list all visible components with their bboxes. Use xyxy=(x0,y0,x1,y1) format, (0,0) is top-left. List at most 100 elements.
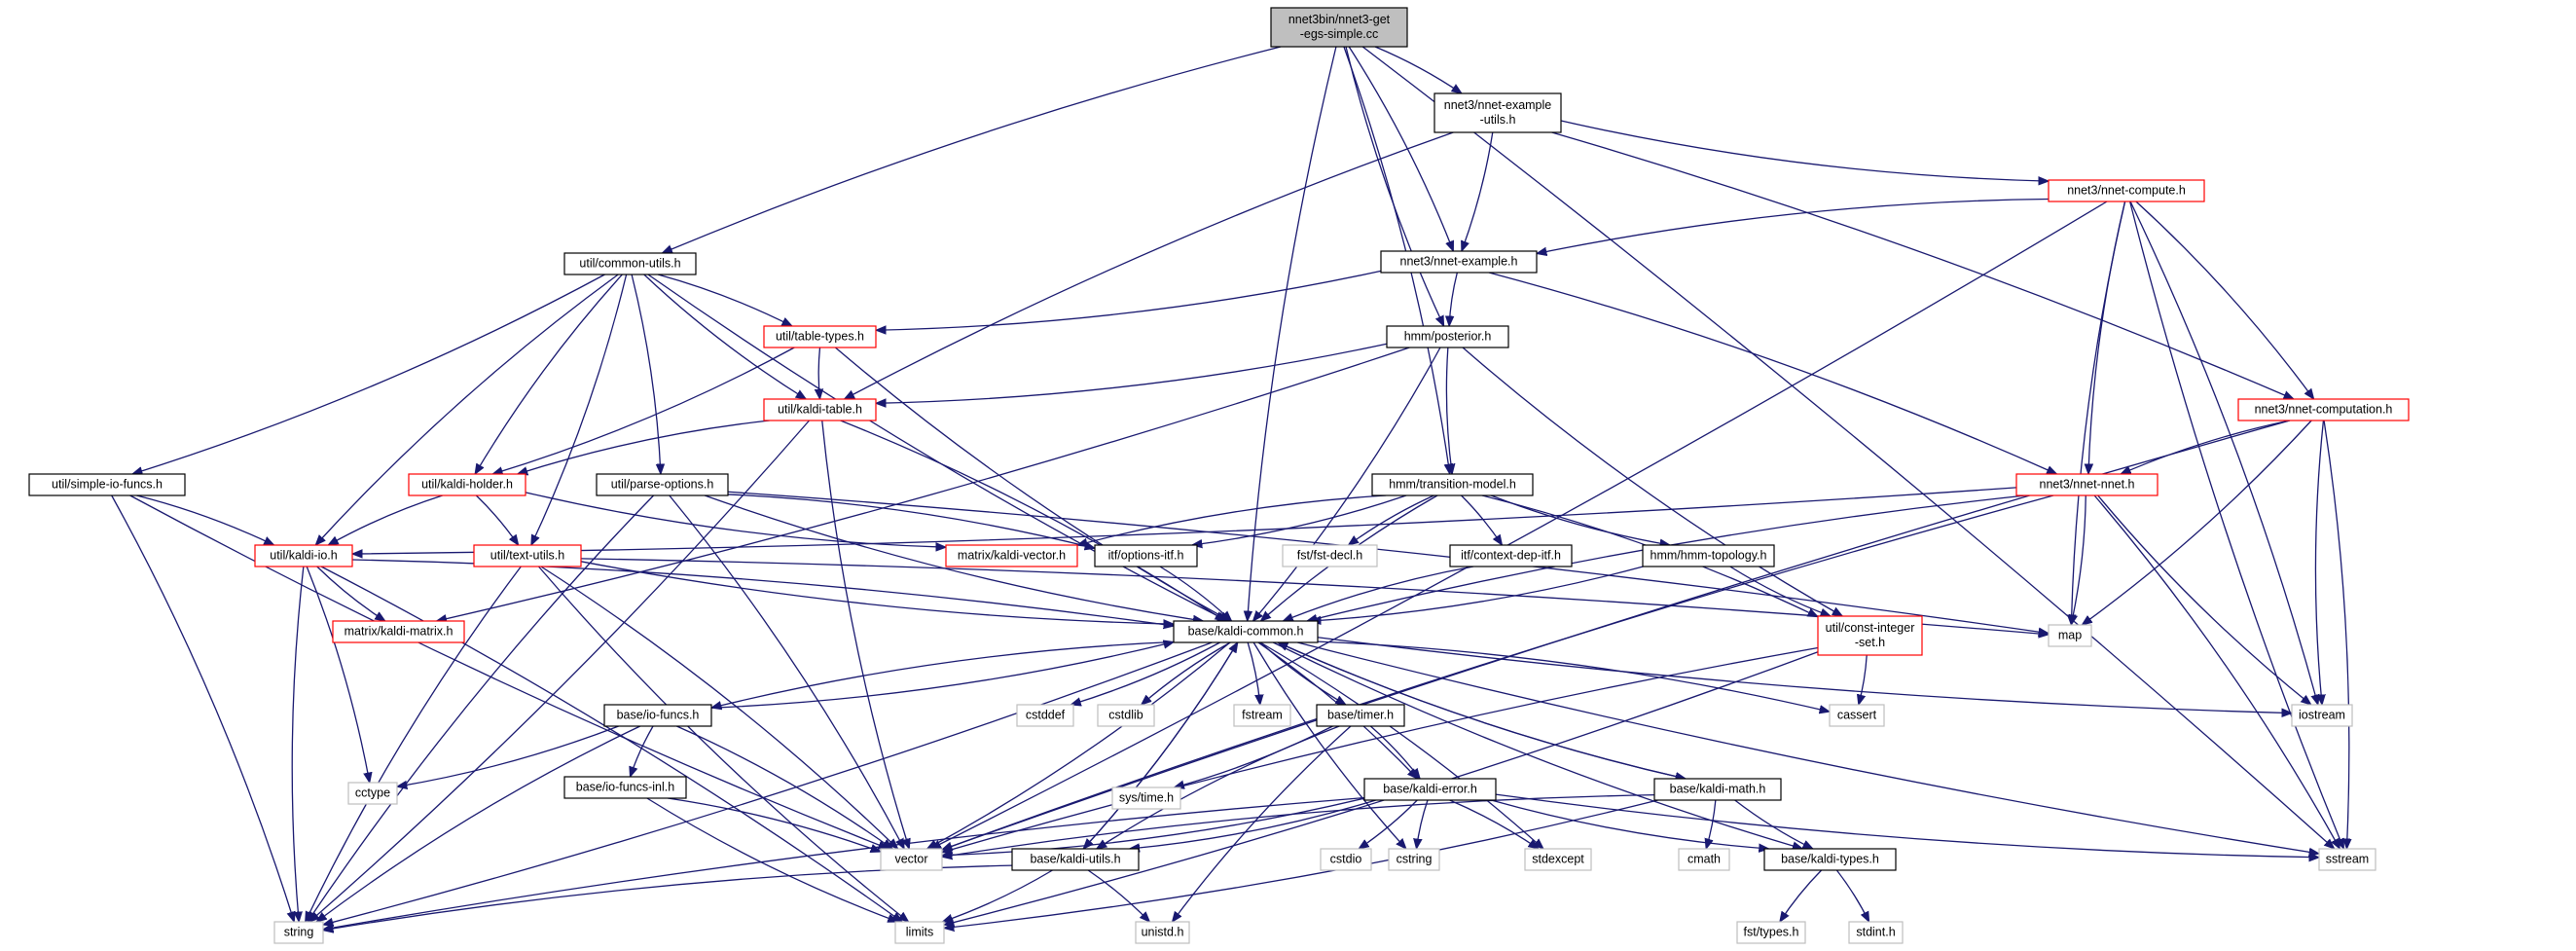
edge-util-kaldi-io-h-to-matrix-kaldi-matrix-h xyxy=(316,566,385,621)
nodes-layer: nnet3bin/nnet3-get-egs-simple.cc nnet3/nn… xyxy=(28,7,2410,944)
edge-nnet3-nnet-compute-h-to-map xyxy=(2071,201,2126,625)
edge-base-kaldi-common-h-to-vector xyxy=(927,641,1231,849)
node-label-cstddef: cstddef xyxy=(1026,708,1066,721)
edge-nnet3-nnet-nnet-h-to-vector xyxy=(942,494,2054,850)
node-base-io-funcs-inl-h[interactable]: base/io-funcs-inl.h xyxy=(563,776,687,799)
node-matrix-kaldi-matrix-h[interactable]: matrix/kaldi-matrix.h xyxy=(332,620,465,643)
edge-nnet3-nnet-nnet-h-to-sstream xyxy=(2093,494,2340,849)
edge-nnet3-nnet-example-utils-h-to-nnet3-nnet-example-h xyxy=(1462,131,1494,251)
node-label-string: string xyxy=(284,925,314,938)
edge-nnet3-nnet-compute-h-to-nnet3-nnet-nnet-h xyxy=(2088,201,2126,474)
edge-util-common-utils-h-to-util-kaldi-io-h xyxy=(315,274,619,545)
node-nnet3-nnet-computation-h[interactable]: nnet3/nnet-computation.h xyxy=(2237,398,2410,421)
node-hmm-posterior-h[interactable]: hmm/posterior.h xyxy=(1386,325,1509,348)
node-util-parse-options-h[interactable]: util/parse-options.h xyxy=(596,473,729,496)
node-nnet3-nnet-nnet-h[interactable]: nnet3/nnet-nnet.h xyxy=(2015,473,2159,496)
node-util-text-utils-h[interactable]: util/text-utils.h xyxy=(473,544,582,567)
node-box-util-const-integer-set-h xyxy=(1817,615,1923,656)
node-label-stdexcept: stdexcept xyxy=(1532,852,1584,865)
node-label-nnet3-nnet-compute-h: nnet3/nnet-compute.h xyxy=(2067,183,2186,197)
edge-base-kaldi-common-h-to-base-kaldi-types-h xyxy=(1272,641,1802,849)
node-label-cstring: cstring xyxy=(1397,852,1433,865)
edge-base-kaldi-error-h-to-vector xyxy=(942,797,1365,856)
edge-base-kaldi-types-h-to-fst-types-h xyxy=(1780,869,1823,922)
node-label-base-timer-h: base/timer.h xyxy=(1327,708,1394,721)
node-util-common-utils-h[interactable]: util/common-utils.h xyxy=(563,252,697,275)
node-label-base-kaldi-types-h: base/kaldi-types.h xyxy=(1781,852,1879,865)
node-hmm-transition-model-h[interactable]: hmm/transition-model.h xyxy=(1371,473,1534,496)
edge-util-parse-options-h-to-base-kaldi-common-h xyxy=(704,494,1203,621)
node-label-itf-options-itf-h: itf/options-itf.h xyxy=(1108,548,1184,562)
node-base-kaldi-common-h[interactable]: base/kaldi-common.h xyxy=(1173,620,1319,643)
node-box-itf-options-itf-h xyxy=(1094,544,1198,567)
node-label-util-common-utils-h: util/common-utils.h xyxy=(579,256,680,270)
node-matrix-kaldi-vector-h[interactable]: matrix/kaldi-vector.h xyxy=(945,544,1078,567)
node-itf-options-itf-h[interactable]: itf/options-itf.h xyxy=(1094,544,1198,567)
node-label-sys-time-h: sys/time.h xyxy=(1119,790,1174,804)
edge-util-common-utils-h-to-util-table-types-h xyxy=(657,274,792,326)
node-box-base-kaldi-error-h xyxy=(1363,778,1497,801)
edge-nnet3bin-nnet3-get-egs-simple-cc-to-util-common-utils-h xyxy=(662,46,1282,254)
edge-base-kaldi-error-h-to-cstdio xyxy=(1359,799,1418,849)
node-nnet3-nnet-example-utils-h[interactable]: nnet3/nnet-example-utils.h xyxy=(1433,92,1562,133)
node-util-kaldi-holder-h[interactable]: util/kaldi-holder.h xyxy=(408,473,526,496)
node-box-base-kaldi-types-h xyxy=(1763,848,1897,871)
edge-base-kaldi-utils-h-to-unistd-h xyxy=(1087,869,1149,922)
edge-hmm-posterior-h-to-util-const-integer-set-h xyxy=(1462,347,1842,616)
edge-nnet3-nnet-compute-h-to-iostream xyxy=(2129,201,2318,705)
node-map: map xyxy=(2048,624,2092,647)
edges-layer xyxy=(111,46,2349,931)
edge-itf-options-itf-h-to-base-kaldi-common-h xyxy=(1159,566,1232,621)
node-fst-types-h: fst/types.h xyxy=(1736,921,1806,944)
node-label-base-io-funcs-inl-h: base/io-funcs-inl.h xyxy=(576,780,674,793)
node-util-kaldi-io-h[interactable]: util/kaldi-io.h xyxy=(254,544,353,567)
node-label-util-const-integer-set-h: util/const-integer xyxy=(1826,621,1915,635)
node-box-nnet3-nnet-example-h xyxy=(1380,250,1538,274)
node-nnet3-nnet-compute-h[interactable]: nnet3/nnet-compute.h xyxy=(2048,179,2205,202)
node-base-kaldi-error-h[interactable]: base/kaldi-error.h xyxy=(1363,778,1497,801)
node-base-kaldi-types-h[interactable]: base/kaldi-types.h xyxy=(1763,848,1897,871)
edge-nnet3-nnet-compute-h-to-nnet3-nnet-example-h xyxy=(1537,198,2050,254)
node-nnet3-nnet-example-h[interactable]: nnet3/nnet-example.h xyxy=(1380,250,1538,274)
edge-hmm-posterior-h-to-hmm-transition-model-h xyxy=(1445,347,1452,474)
node-box-cstdlib xyxy=(1097,704,1155,727)
node-label-util-const-integer-set-h: -set.h xyxy=(1855,636,1885,649)
node-util-kaldi-table-h[interactable]: util/kaldi-table.h xyxy=(763,398,877,421)
node-label-base-kaldi-math-h: base/kaldi-math.h xyxy=(1670,782,1766,795)
node-label-util-kaldi-table-h: util/kaldi-table.h xyxy=(778,402,862,416)
node-box-unistd-h xyxy=(1135,921,1190,944)
edge-hmm-posterior-h-to-base-kaldi-common-h xyxy=(1253,347,1441,621)
node-box-nnet3-nnet-computation-h xyxy=(2237,398,2410,421)
node-label-nnet3bin-nnet3-get-egs-simple-cc: nnet3bin/nnet3-get xyxy=(1288,13,1391,26)
edge-util-common-utils-h-to-util-parse-options-h xyxy=(631,274,661,474)
edge-util-kaldi-table-h-to-vector xyxy=(821,420,910,849)
node-box-hmm-hmm-topology-h xyxy=(1642,544,1775,567)
edge-base-kaldi-common-h-to-base-kaldi-utils-h xyxy=(1083,641,1239,849)
node-itf-context-dep-itf-h[interactable]: itf/context-dep-itf.h xyxy=(1449,544,1573,567)
edge-hmm-transition-model-h-to-hmm-hmm-topology-h xyxy=(1490,494,1670,545)
node-box-fst-fst-decl-h xyxy=(1282,544,1378,567)
node-box-fst-types-h xyxy=(1736,921,1806,944)
node-nnet3bin-nnet3-get-egs-simple-cc[interactable]: nnet3bin/nnet3-get-egs-simple.cc xyxy=(1270,7,1408,48)
node-base-io-funcs-h[interactable]: base/io-funcs.h xyxy=(603,704,712,727)
node-label-nnet3-nnet-example-utils-h: nnet3/nnet-example xyxy=(1444,98,1552,112)
node-util-table-types-h[interactable]: util/table-types.h xyxy=(763,325,877,348)
node-label-hmm-posterior-h: hmm/posterior.h xyxy=(1404,329,1492,343)
edge-base-kaldi-math-h-to-cmath xyxy=(1706,799,1717,849)
node-box-base-kaldi-common-h xyxy=(1173,620,1319,643)
node-box-matrix-kaldi-matrix-h xyxy=(332,620,465,643)
node-box-string xyxy=(273,921,324,944)
node-label-cstdio: cstdio xyxy=(1330,852,1362,865)
node-hmm-hmm-topology-h[interactable]: hmm/hmm-topology.h xyxy=(1642,544,1775,567)
edge-util-table-types-h-to-util-kaldi-table-h xyxy=(818,347,819,399)
node-label-fst-types-h: fst/types.h xyxy=(1744,925,1799,938)
node-box-cassert xyxy=(1829,704,1885,727)
node-util-const-integer-set-h[interactable]: util/const-integer-set.h xyxy=(1817,615,1923,656)
node-base-timer-h[interactable]: base/timer.h xyxy=(1316,704,1405,727)
edge-nnet3-nnet-example-utils-h-to-nnet3-nnet-computation-h xyxy=(1551,131,2294,400)
edge-nnet3-nnet-computation-h-to-iostream xyxy=(2314,420,2323,705)
edge-util-text-utils-h-to-base-kaldi-common-h xyxy=(580,561,1174,624)
node-util-simple-io-funcs-h[interactable]: util/simple-io-funcs.h xyxy=(28,473,186,496)
node-base-kaldi-math-h[interactable]: base/kaldi-math.h xyxy=(1653,778,1782,801)
node-base-kaldi-utils-h[interactable]: base/kaldi-utils.h xyxy=(1011,848,1140,871)
